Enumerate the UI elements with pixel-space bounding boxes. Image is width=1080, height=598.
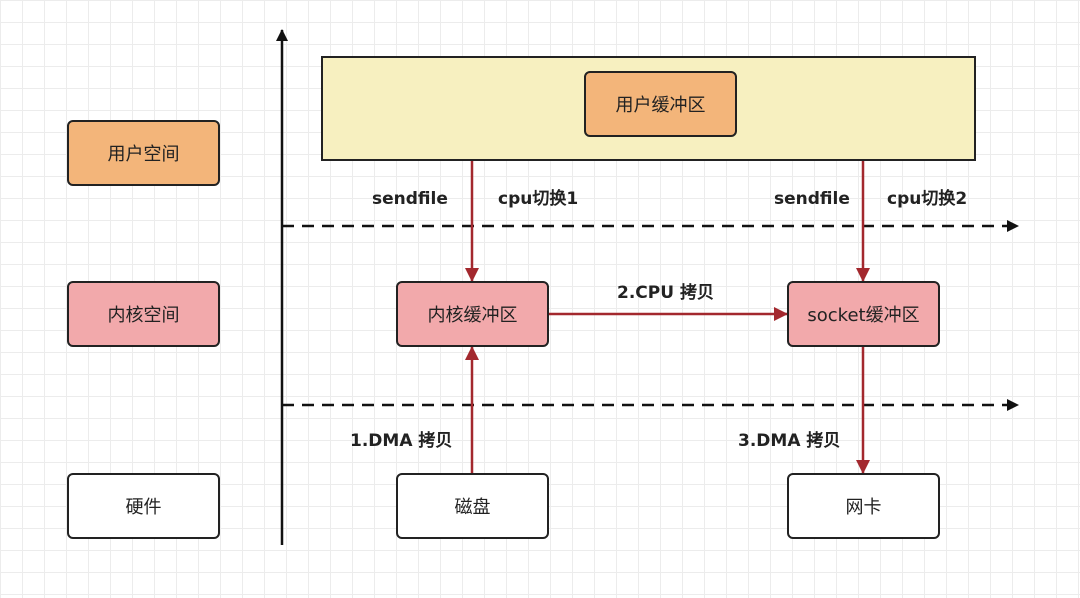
nic-node: 网卡 [787,473,940,539]
kernel-space-region: 内核空间 [67,281,220,347]
cpu-switch-label-1: cpu切换1 [498,189,579,209]
socket-buffer-label: socket缓冲区 [807,305,920,326]
dma-copy-label-1: 1.DMA 拷贝 [350,431,453,451]
user-buffer-label: 用户缓冲区 [615,95,706,116]
disk-node: 磁盘 [396,473,549,539]
sendfile-label-1: sendfile [372,189,448,209]
disk-label: 磁盘 [454,497,491,518]
user-space-region: 用户空间 [67,120,220,186]
hardware-label: 硬件 [125,497,162,518]
kernel-buffer-node: 内核缓冲区 [396,281,549,347]
hardware-region: 硬件 [67,473,220,539]
user-space-label: 用户空间 [107,144,180,165]
cpu-switch-label-2: cpu切换2 [887,189,968,209]
dma-copy-label-3: 3.DMA 拷贝 [738,431,841,451]
kernel-buffer-label: 内核缓冲区 [427,305,518,326]
sendfile-label-2: sendfile [774,189,850,209]
kernel-space-label: 内核空间 [107,305,180,326]
socket-buffer-node: socket缓冲区 [787,281,940,347]
user-buffer-node: 用户缓冲区 [584,71,737,137]
cpu-copy-label: 2.CPU 拷贝 [617,283,714,303]
nic-label: 网卡 [845,497,882,518]
